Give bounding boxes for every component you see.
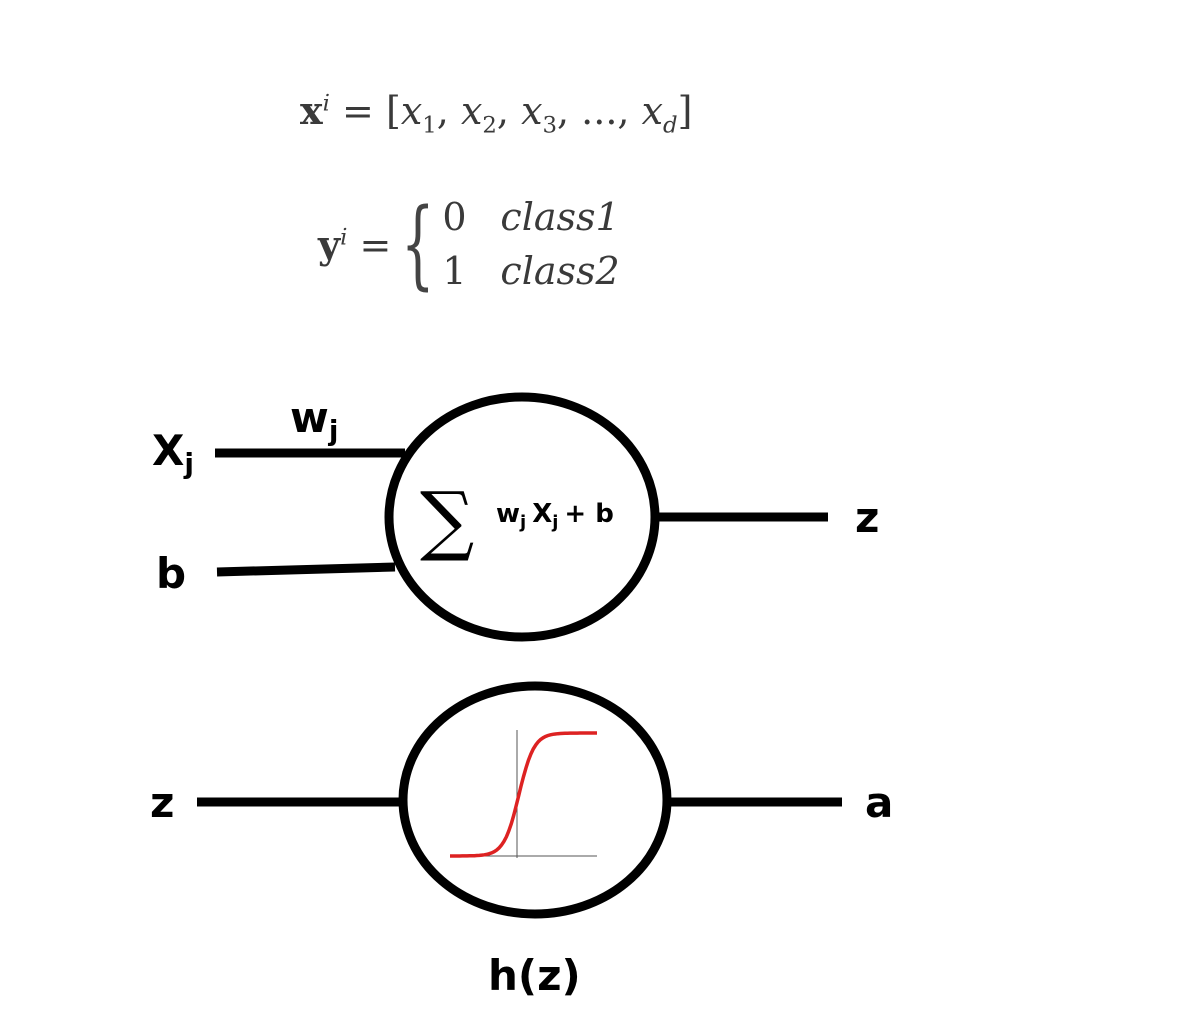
case-row-2: 1 class2 [442, 244, 619, 298]
sep-1: , [436, 89, 461, 133]
sum-icon: ∑ [420, 475, 474, 564]
x2-symbol: x [460, 89, 483, 133]
x-symbol: x [300, 88, 323, 133]
x2-subscript: 2 [482, 112, 497, 139]
cases-block: 0 class1 1 class2 [442, 190, 619, 298]
xd-subscript: d [663, 112, 678, 139]
case-row-1: 0 class1 [442, 190, 619, 244]
x1-symbol: x [400, 89, 423, 133]
sum-node [384, 392, 660, 642]
x3-symbol: x [521, 89, 543, 133]
case2-label: class2 [500, 249, 620, 293]
bias-label: b [156, 549, 186, 598]
activation-output-label: a [865, 778, 893, 827]
x3-subscript: 3 [542, 112, 558, 139]
x1-subscript: 1 [422, 112, 437, 139]
activation-function-label: h(z) [488, 951, 581, 1000]
x-vector-open: [ [385, 89, 401, 133]
bias-edge [216, 562, 396, 577]
case1-value: 0 [442, 195, 467, 239]
y-symbol: y [318, 221, 341, 267]
sep-2: , [496, 89, 522, 133]
xd-symbol: x [641, 89, 664, 133]
output-z-label: z [855, 493, 879, 542]
y-superscript: i [340, 223, 348, 250]
case1-label: class1 [500, 195, 620, 239]
x-vector-close: ] [677, 89, 693, 133]
y-lhs: yi = [318, 222, 391, 267]
equals-sign: = [342, 89, 374, 133]
activation-unit: z a h(z) [150, 681, 893, 1000]
case2-value: 1 [442, 249, 467, 293]
y-definition-equation: yi = { 0 class1 1 class2 [318, 190, 620, 298]
input-x-label: Xj [152, 426, 194, 480]
x-definition-equation: xi = [x1, x2, x3, ..., xd] [300, 88, 692, 139]
sigmoid-curve-icon [450, 731, 597, 858]
equals-sign-2: = [359, 222, 392, 267]
activation-input-label: z [150, 778, 174, 827]
weight-label: wj [290, 393, 338, 447]
sep-3: , ..., [557, 89, 642, 133]
left-brace: { [401, 187, 435, 300]
activation-node [398, 681, 672, 919]
x-superscript: i [322, 90, 330, 117]
